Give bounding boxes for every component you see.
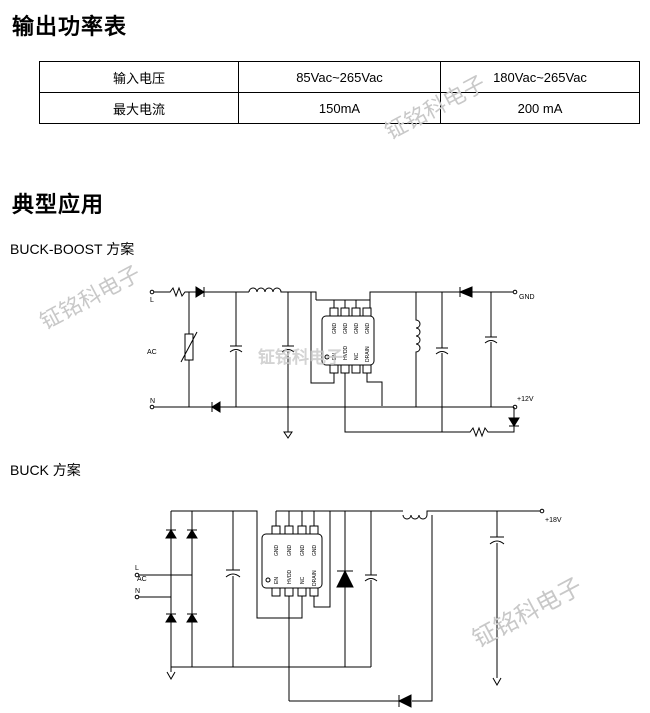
table-cell: 最大电流: [39, 92, 239, 124]
buck-boost-schematic: [149, 286, 520, 439]
ic-pin-label: HVDD: [343, 345, 349, 360]
table-cell: 180Vac~265Vac: [440, 61, 640, 93]
label-ac: AC: [137, 576, 147, 583]
label-v-out: +18V: [545, 517, 562, 524]
table-row: 输入电压 85Vac~265Vac 180Vac~265Vac: [39, 61, 640, 93]
label-l: L: [135, 565, 139, 572]
label-l: L: [150, 297, 154, 304]
ic-pin-label: NC: [354, 352, 360, 360]
ic-pin-label: NC: [300, 576, 306, 584]
ic-pin-label: DRAIN: [365, 346, 371, 362]
ic-pin-label: DRAIN: [312, 570, 318, 586]
circuit-caption-buck-boost: BUCK-BOOST 方案: [10, 241, 135, 257]
section-title-output-power: 输出功率表: [12, 15, 128, 40]
ic-pin-label: GND: [287, 545, 293, 557]
ic-pin-label: HVDD: [287, 569, 293, 584]
section-title-typical-application: 典型应用: [12, 193, 105, 218]
label-ac: AC: [147, 349, 157, 356]
table-row: 最大电流 150mA 200 mA: [39, 92, 640, 124]
table-cell: 150mA: [238, 92, 441, 124]
watermark-text: 钲铭科电子: [468, 572, 587, 653]
ic-pin-label: GND: [365, 323, 371, 335]
ic-pin-label: GND: [343, 323, 349, 335]
ic-pin-label: GND: [300, 545, 306, 557]
watermark-text: 钲铭科电子: [36, 262, 145, 336]
ic-pin-label: EN: [274, 577, 280, 584]
label-gnd: GND: [519, 294, 535, 301]
ic-pin-label: GND: [332, 323, 338, 335]
ic-pin-label: GND: [354, 323, 360, 335]
label-n: N: [135, 588, 140, 595]
buck-schematic: [134, 508, 545, 708]
circuit-caption-buck: BUCK 方案: [10, 462, 81, 478]
table-cell: 200 mA: [440, 92, 640, 124]
output-power-table: 输入电压 85Vac~265Vac 180Vac~265Vac 最大电流 150…: [39, 61, 640, 124]
table-cell: 85Vac~265Vac: [238, 61, 441, 93]
watermark-text: 钲铭科电子: [381, 72, 490, 146]
ic-pin-label: GND: [274, 545, 280, 557]
watermarks: 钲铭科电子 钲铭科电子 钲铭科电子 钲铭科电子: [36, 72, 587, 654]
label-v-out: +12V: [517, 396, 534, 403]
ic-pin-label: GND: [312, 545, 318, 557]
ic-pin-label: EN: [332, 353, 338, 360]
table-cell: 输入电压: [39, 61, 239, 93]
label-n: N: [150, 398, 155, 405]
watermark-text: 钲铭科电子: [258, 347, 343, 368]
